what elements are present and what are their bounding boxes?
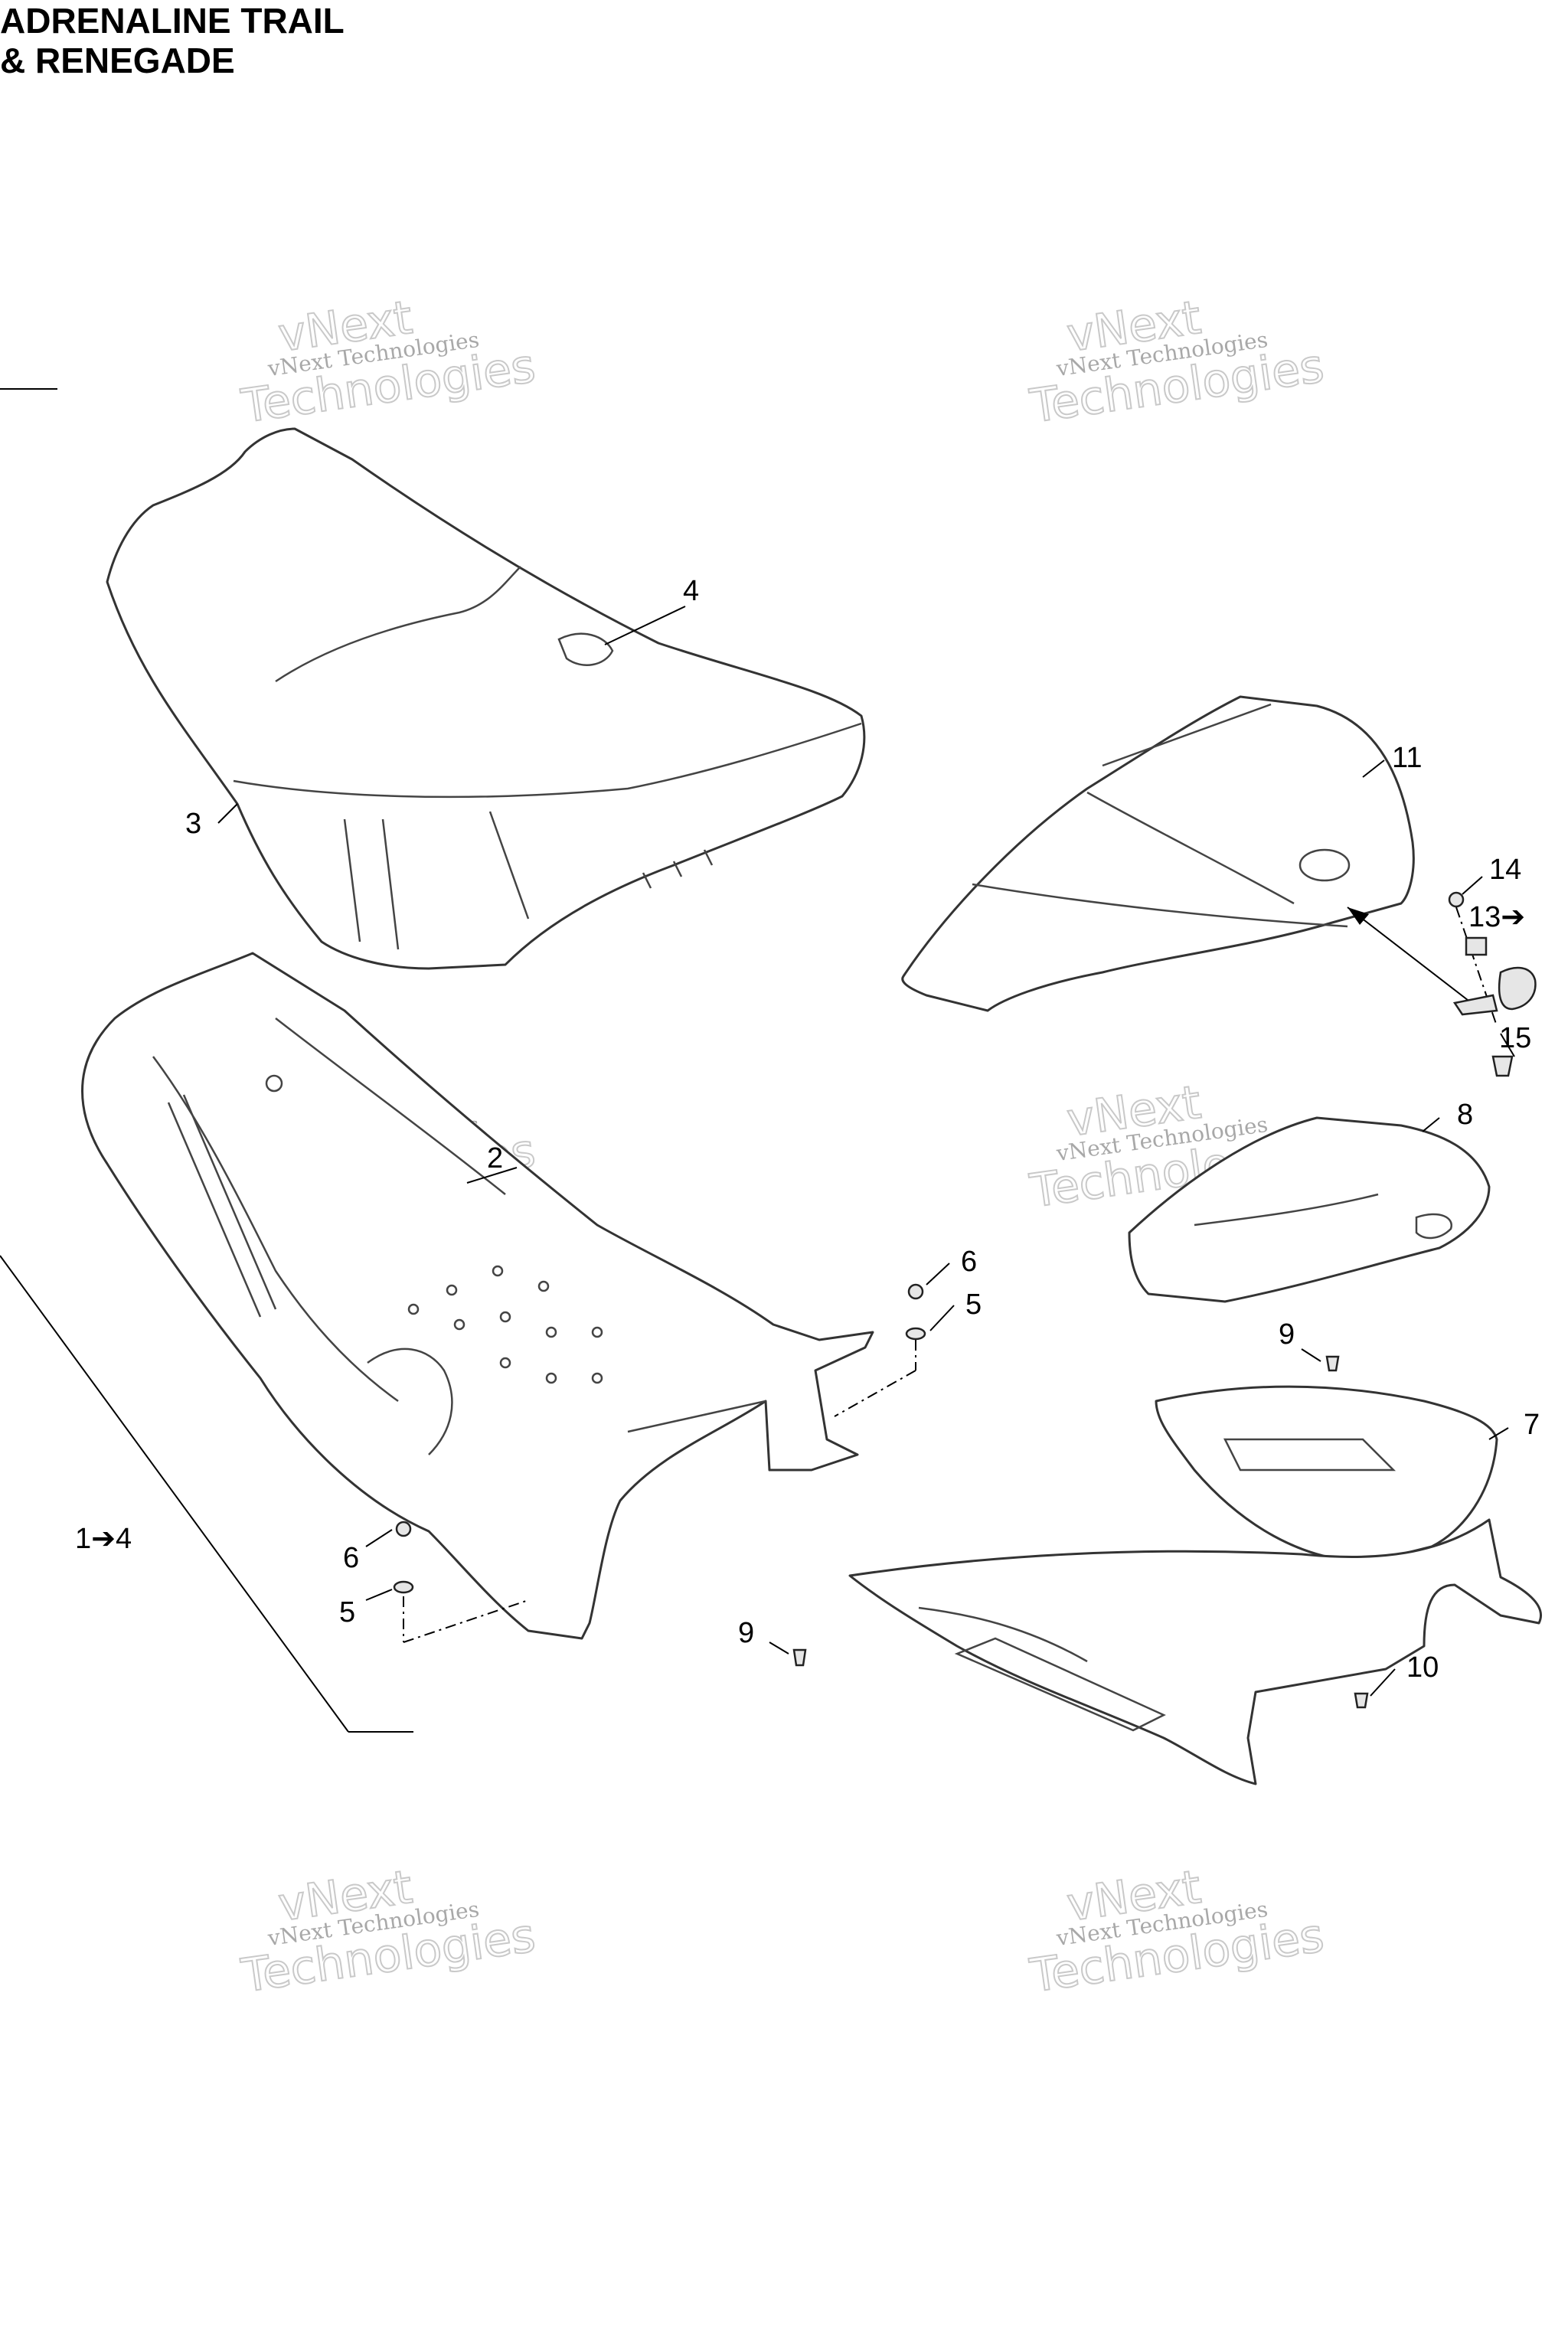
bracket-diagonal <box>0 1255 349 1733</box>
callout-4: 4 <box>683 575 699 607</box>
callout-9-lower: 9 <box>738 1617 754 1649</box>
windshield-hardware <box>1347 891 1537 1077</box>
leader-9-lower <box>769 1642 789 1655</box>
leader-3 <box>217 803 238 824</box>
windshield-outline <box>901 695 1415 1012</box>
windshield-mid-line <box>1086 791 1295 905</box>
right-fastener-axis-2 <box>834 1370 916 1417</box>
leader-15 <box>1500 1033 1515 1057</box>
seat-side-lines <box>343 811 530 950</box>
side-panel-upper-outline <box>1155 1385 1498 1563</box>
nut-14 <box>1448 891 1465 908</box>
seat-base-rear-edge <box>627 1400 766 1433</box>
seat-base-part <box>81 952 874 1640</box>
clip-part <box>1498 966 1537 1011</box>
callout-15: 15 <box>1499 1022 1531 1054</box>
diagram-title-line1: ADRENALINE TRAIL <box>0 1 345 41</box>
seat-cushion-line <box>275 566 521 683</box>
seat-base-inner-right <box>275 1018 506 1195</box>
seat-base-rail <box>167 1094 277 1318</box>
leader-5-right <box>929 1305 955 1331</box>
windshield-lower-line <box>972 883 1348 928</box>
washer-5-right <box>905 1327 926 1341</box>
watermark-bottom-left: vNext vNext Technologies Technologies <box>237 1860 539 2004</box>
seat-tabs <box>642 849 714 889</box>
washer-5-left <box>393 1580 414 1594</box>
side-panel-vent <box>954 1637 1166 1732</box>
seat-part <box>106 427 866 970</box>
watermark-top-right: vNext vNext Technologies Technologies <box>1026 290 1328 434</box>
screw-10 <box>1354 1692 1369 1709</box>
leader-2 <box>466 1167 518 1184</box>
nut-6-right <box>907 1283 924 1300</box>
side-panel-vent-top <box>918 1606 1088 1663</box>
windshield-text-band <box>1102 703 1272 767</box>
diagram-title-line2: & RENEGADE <box>0 41 235 80</box>
leader-4 <box>604 606 686 645</box>
seat-outline <box>106 427 866 970</box>
leader-14 <box>1462 876 1483 895</box>
storage-tray-part <box>1128 1116 1491 1303</box>
seat-base-hole-grid <box>407 1265 603 1384</box>
group-bracket <box>0 388 413 1733</box>
leader-7 <box>1488 1427 1509 1440</box>
bracket-part <box>1452 994 1498 1016</box>
watermark-top-left: vNext vNext Technologies Technologies <box>237 290 539 434</box>
callout-5-left: 5 <box>339 1596 355 1628</box>
leader-6-left <box>365 1529 393 1547</box>
callout-14: 14 <box>1489 854 1521 886</box>
leader-11 <box>1362 760 1385 778</box>
arrow-head <box>1348 907 1369 925</box>
callout-9-upper: 9 <box>1279 1318 1295 1351</box>
callout-8: 8 <box>1457 1099 1473 1131</box>
callout-2: 2 <box>487 1142 503 1174</box>
callout-labels: 4 3 11 14 13➔ 15 2 8 6 5 9 7 1➔4 6 5 9 1… <box>75 575 1540 1684</box>
callout-7: 7 <box>1524 1409 1540 1441</box>
callout-3: 3 <box>185 808 201 840</box>
seat-emblem <box>557 632 614 666</box>
callout-6-right: 6 <box>961 1246 977 1278</box>
watermark-bottom-right: vNext vNext Technologies Technologies <box>1026 1860 1328 2004</box>
callout-5-right: 5 <box>965 1289 982 1321</box>
callout-13: 13➔ <box>1468 901 1525 933</box>
side-panel-lower-outline <box>848 1518 1542 1785</box>
windshield-logo <box>1298 848 1351 882</box>
hardware-items <box>393 1283 1369 1709</box>
left-fastener-axis-2 <box>403 1599 529 1643</box>
leader-8 <box>1422 1117 1440 1132</box>
leader-9-upper <box>1301 1348 1321 1362</box>
side-panel-upper-vent <box>1223 1438 1396 1472</box>
leader-6-right <box>926 1263 950 1285</box>
windshield-part <box>901 695 1415 1012</box>
callout-11: 11 <box>1392 742 1422 774</box>
seat-edge-line <box>233 722 862 799</box>
seat-base-tunnel <box>367 1348 453 1455</box>
screw-9-upper <box>1325 1355 1340 1372</box>
storage-tray-inner-line <box>1194 1193 1379 1227</box>
leader-5-left <box>365 1589 393 1601</box>
callout-1-to-4: 1➔4 <box>75 1523 132 1555</box>
leader-10 <box>1370 1668 1396 1697</box>
seat-base-outline <box>81 952 874 1640</box>
seat-base-hole <box>265 1074 283 1093</box>
screw-9-lower <box>792 1648 807 1667</box>
leader-lines <box>217 606 1515 1697</box>
grommet-13 <box>1465 936 1488 956</box>
callout-6-left: 6 <box>343 1542 359 1574</box>
screw-15 <box>1491 1055 1514 1077</box>
side-panel-part <box>848 1385 1542 1785</box>
callout-10: 10 <box>1406 1651 1439 1684</box>
nut-6-left <box>395 1521 412 1537</box>
storage-tray-pocket <box>1415 1213 1452 1240</box>
arrow-line <box>1347 906 1482 1011</box>
